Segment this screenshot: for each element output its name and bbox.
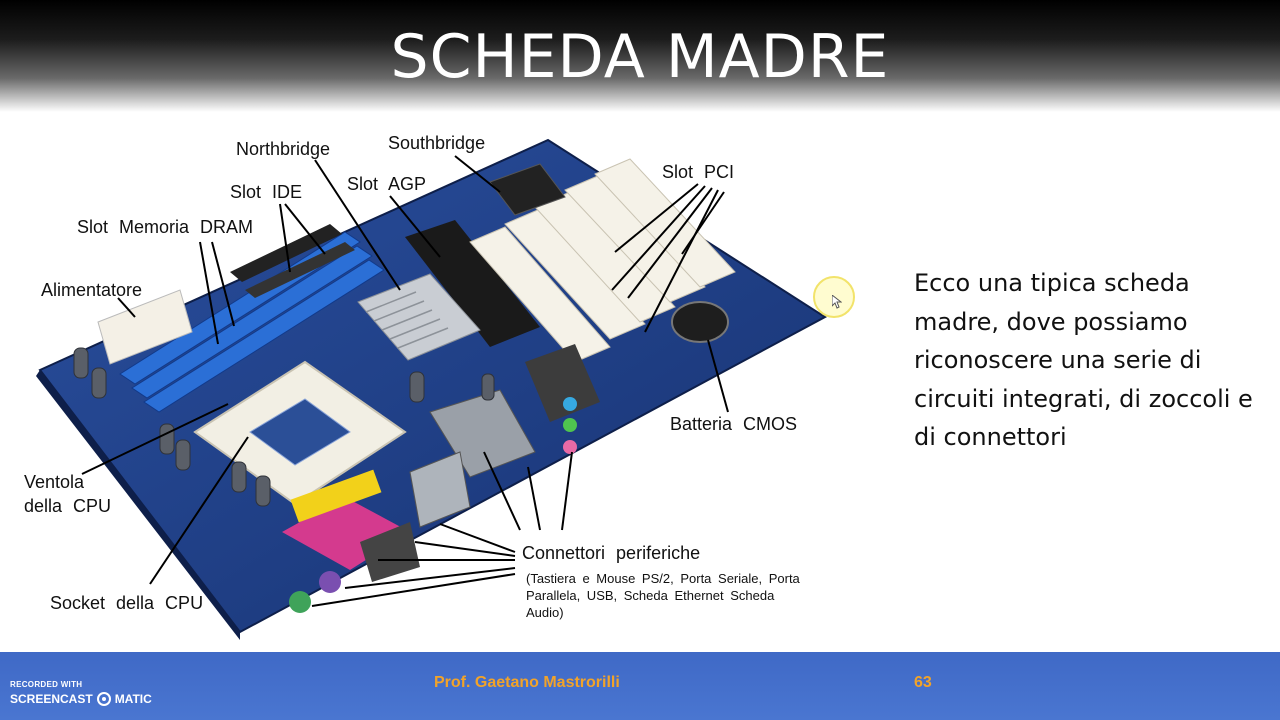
mouse-cursor-icon	[831, 293, 843, 313]
slide-description: Ecco una tipica scheda madre, dove possi…	[914, 269, 1253, 451]
label-socket: Socket della CPU	[50, 593, 204, 613]
cmos-battery	[671, 301, 729, 343]
leader-lines	[81, 155, 729, 607]
io-ports	[282, 344, 600, 613]
label-alimentatore: Alimentatore	[41, 280, 143, 300]
footer-page-number: 63	[914, 674, 932, 691]
watermark-top: RECORDED WITH	[10, 680, 83, 689]
record-icon	[96, 692, 111, 706]
label-batteria: Batteria CMOS	[670, 414, 798, 434]
label-ventola-line2: della CPU	[24, 496, 112, 516]
pci-slots	[469, 158, 736, 363]
motherboard-diagram: Northbridge Southbridge Slot IDE Slot AG…	[0, 112, 880, 652]
capacitors	[73, 347, 495, 507]
watermark-brand: SCREENCAST MATIC	[10, 692, 152, 706]
footer-author: Prof. Gaetano Mastrorilli	[434, 674, 620, 691]
power-connector	[97, 289, 193, 365]
label-connettori-note: (Tastiera e Mouse PS/2, Porta Seriale, P…	[526, 571, 800, 620]
agp-slot	[405, 220, 540, 347]
label-slot-memoria: Slot Memoria DRAM	[77, 217, 254, 237]
slide-title: SCHEDA MADRE	[390, 22, 890, 92]
watermark-brand-left: SCREENCAST	[10, 692, 93, 706]
motherboard-illustration	[36, 138, 827, 640]
slide-footer: RECORDED WITH SCREENCAST MATIC Prof. Gae…	[0, 652, 1280, 720]
label-ventola-line1: Ventola	[24, 472, 85, 492]
watermark-brand-right: MATIC	[114, 692, 152, 706]
label-slot-pci: Slot PCI	[662, 162, 735, 182]
label-slot-agp: Slot AGP	[347, 174, 427, 194]
label-slot-ide: Slot IDE	[230, 182, 303, 202]
screencast-watermark: RECORDED WITH SCREENCAST MATIC	[10, 680, 152, 706]
northbridge-heatsink	[357, 273, 481, 361]
label-southbridge: Southbridge	[388, 133, 486, 153]
title-bar: SCHEDA MADRE	[0, 0, 1280, 112]
southbridge-chip	[489, 163, 566, 216]
label-connettori: Connettori periferiche	[522, 543, 701, 563]
label-northbridge: Northbridge	[236, 139, 331, 159]
ide-connector	[230, 224, 342, 282]
